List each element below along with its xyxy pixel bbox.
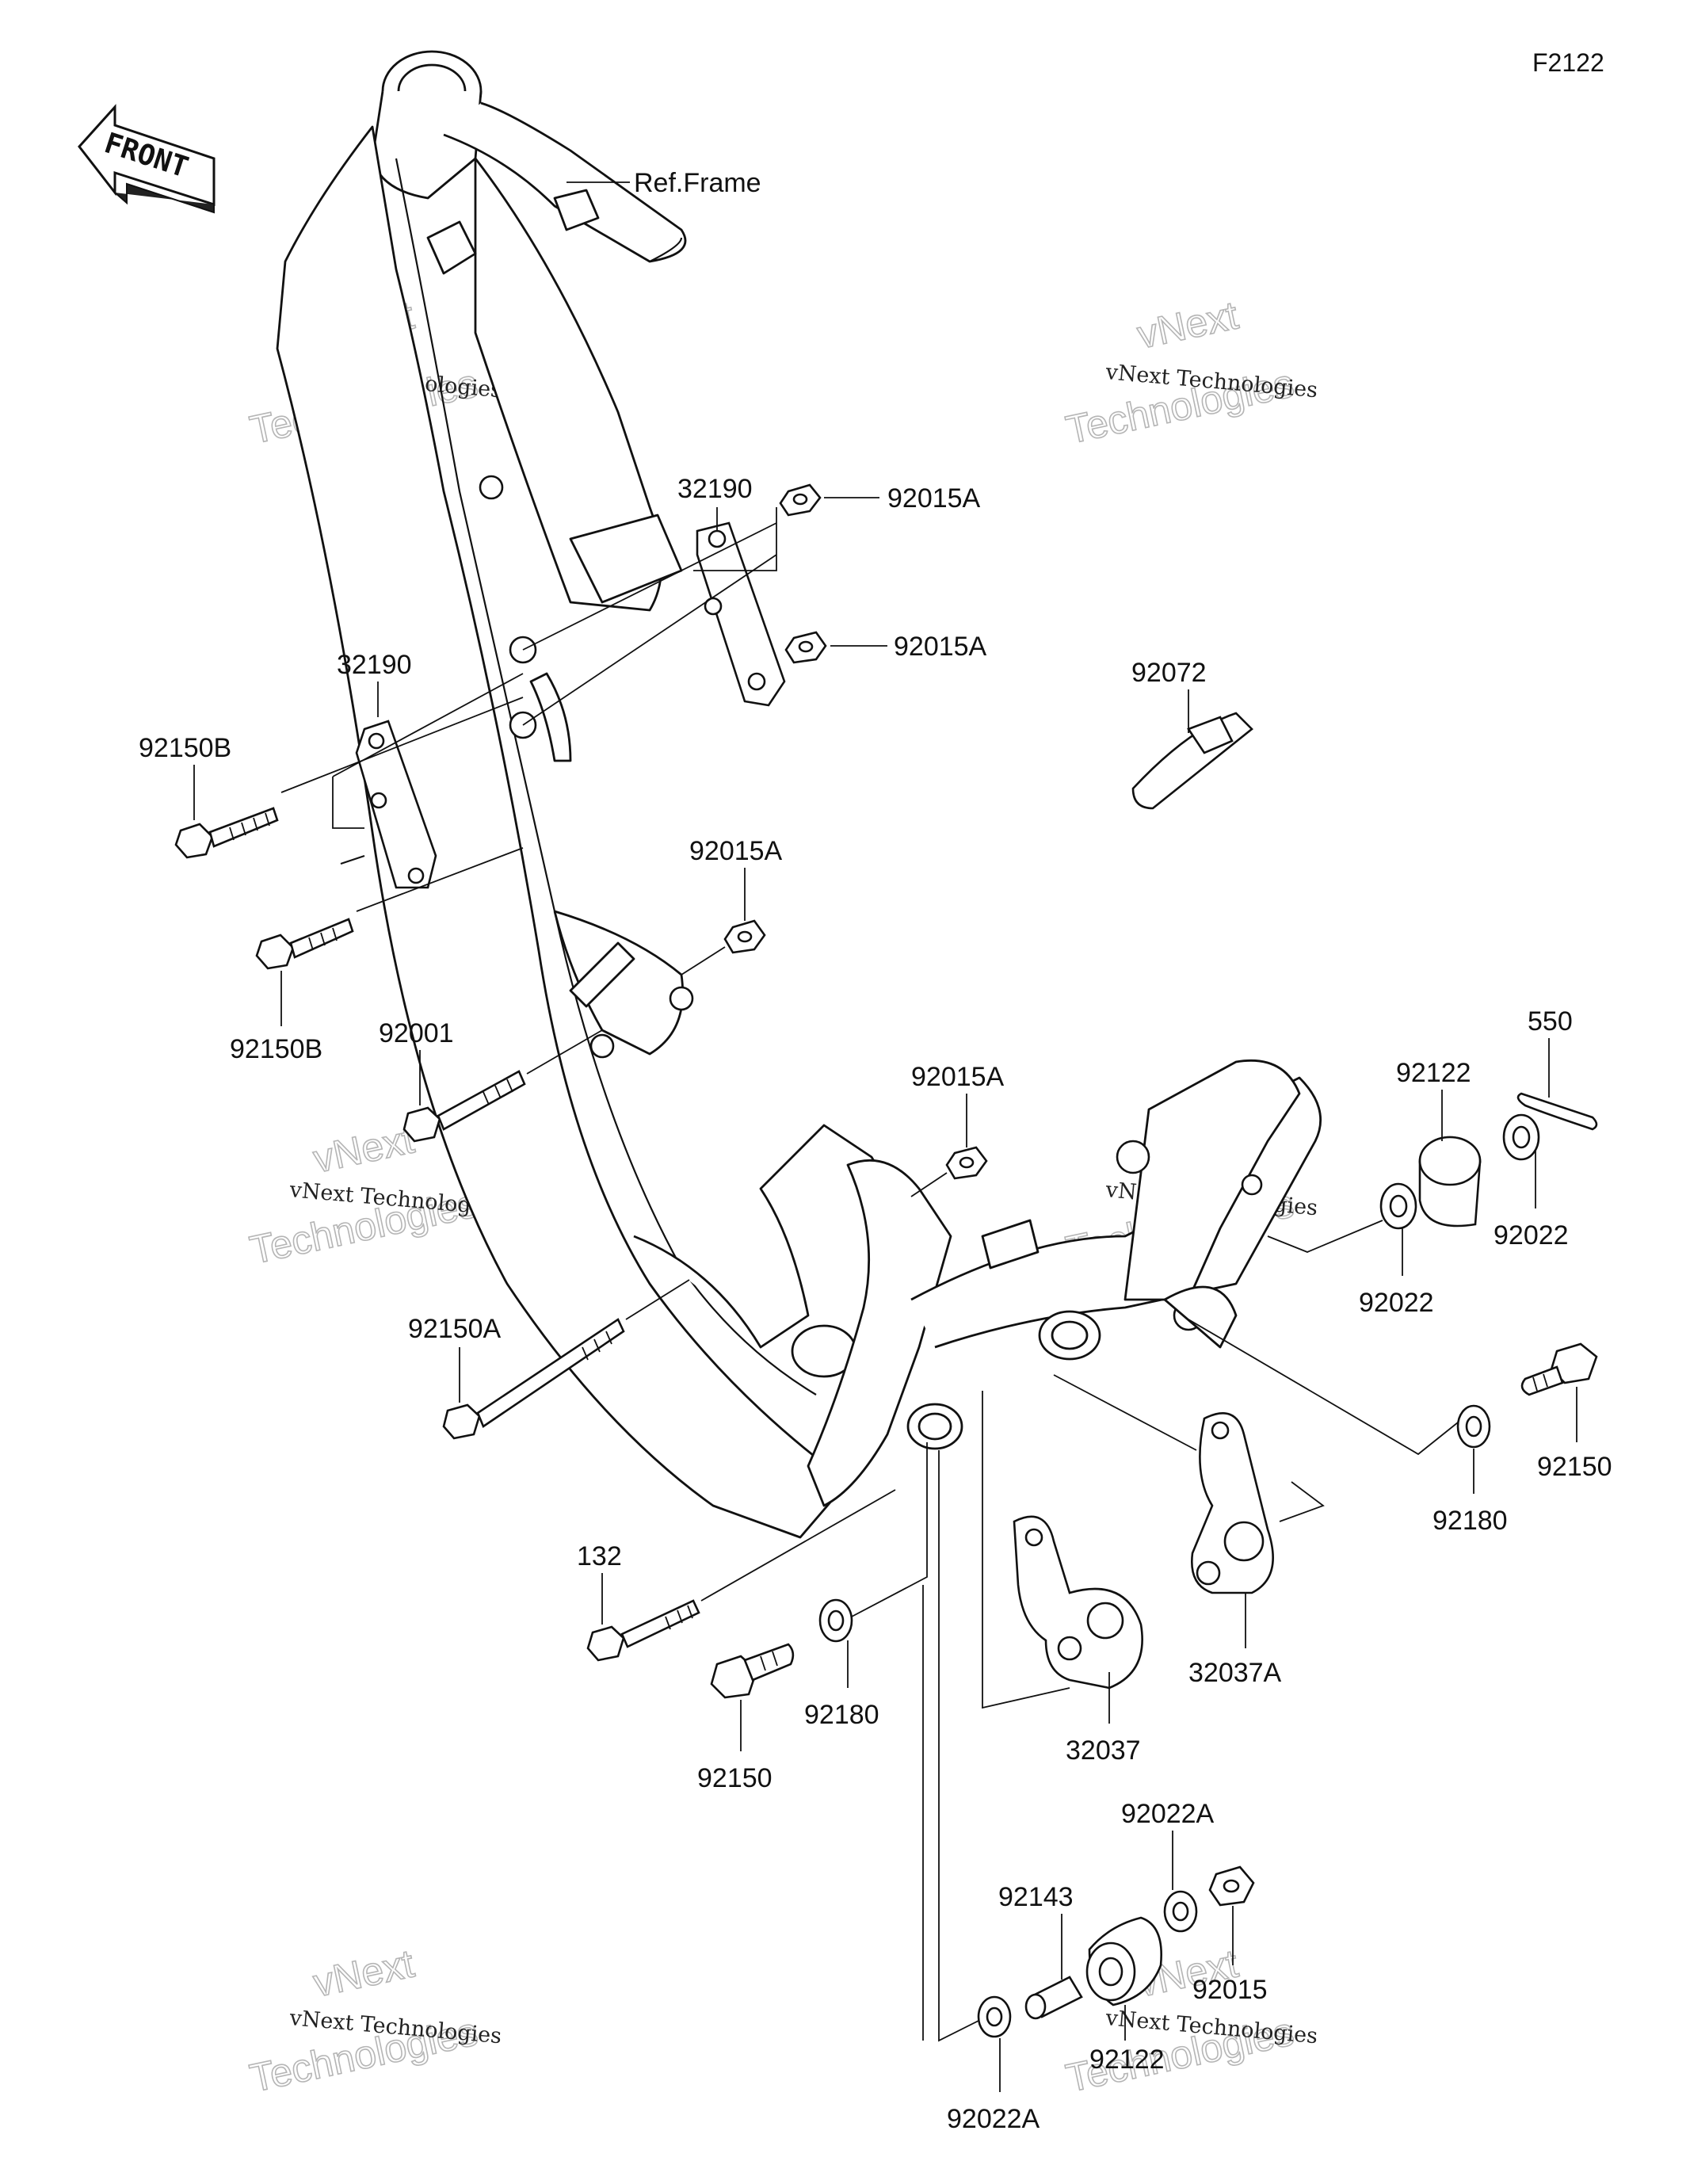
- diagram-code: F2122: [1532, 48, 1604, 77]
- part-label-92022-left: 92022: [1359, 1288, 1434, 1318]
- svg-text:vNext: vNext: [310, 1941, 418, 2005]
- part-92180-washer-right: [1456, 1404, 1491, 1449]
- part-label-92015A-2: 92015A: [894, 632, 987, 662]
- part-label-92143: 92143: [998, 1882, 1074, 1912]
- part-label-92150B-bottom: 92150B: [230, 1034, 322, 1064]
- part-label-92150-right: 92150: [1537, 1452, 1612, 1482]
- part-label-92122-top: 92122: [1396, 1058, 1471, 1088]
- part-label-32037A: 32037A: [1188, 1658, 1282, 1688]
- part-92150B-bolt-top: [174, 807, 279, 859]
- part-92150A-bolt: [442, 1318, 625, 1440]
- part-550-cotter-pin: [1516, 1092, 1598, 1131]
- part-92180-washer-bottom: [818, 1598, 853, 1643]
- part-label-92001: 92001: [379, 1018, 454, 1048]
- part-92022A-washer-bottom: [977, 1995, 1012, 2038]
- part-label-92015A-3: 92015A: [689, 836, 783, 866]
- svg-text:vNext: vNext: [310, 1117, 418, 1181]
- part-label-92022-right: 92022: [1494, 1220, 1569, 1250]
- part-label-92015: 92015: [1192, 1975, 1268, 2005]
- svg-text:vNext: vNext: [1134, 292, 1242, 357]
- part-92001-bolt: [402, 1070, 526, 1143]
- part-92015A-nut-3: [723, 919, 766, 954]
- part-32190-upper-bracket: [696, 521, 786, 707]
- front-arrow-icon: FRONT: [78, 104, 216, 214]
- part-label-92022A-top: 92022A: [1121, 1799, 1215, 1829]
- part-92150-bolt-bottom: [710, 1643, 795, 1699]
- part-label-550: 550: [1528, 1006, 1573, 1037]
- reference-label-frame: Ref.Frame: [634, 168, 761, 198]
- part-label-92180-right: 92180: [1432, 1506, 1508, 1536]
- part-32037-bracket: [1013, 1515, 1143, 1690]
- part-92122-collar-top: [1418, 1136, 1482, 1228]
- watermark-bottom-left: vNext Technologies vNext Technologies: [246, 1941, 502, 2102]
- part-label-92180-bottom: 92180: [804, 1700, 879, 1730]
- part-label-32190-left: 32190: [337, 650, 412, 680]
- part-label-92122-bottom: 92122: [1089, 2045, 1165, 2075]
- part-92143-sleeve: [1024, 1976, 1083, 2020]
- part-92150B-bolt-bottom: [255, 918, 354, 970]
- watermark-top-right: vNext Technologies vNext Technologies: [1062, 292, 1318, 453]
- part-label-92072: 92072: [1131, 658, 1207, 688]
- part-label-32190-top: 32190: [677, 474, 753, 504]
- part-label-32037: 32037: [1066, 1735, 1141, 1766]
- part-32190-left-bracket: [355, 720, 437, 889]
- part-32037A-bracket: [1191, 1412, 1274, 1594]
- part-label-132: 132: [577, 1541, 622, 1571]
- part-label-92150-bottom: 92150: [697, 1763, 773, 1793]
- part-92022-washer-left: [1379, 1182, 1417, 1230]
- part-92015A-nut-1: [779, 483, 822, 517]
- motorcycle-frame: [276, 50, 1322, 1539]
- part-92015-nut: [1208, 1865, 1255, 1907]
- part-92022A-washer-top: [1163, 1890, 1198, 1933]
- part-label-92022A-bottom: 92022A: [947, 2104, 1040, 2134]
- part-92122-collar-bottom: [1085, 1916, 1162, 2006]
- part-92015A-nut-2: [784, 631, 827, 664]
- part-label-92150B-top: 92150B: [139, 733, 231, 763]
- part-132-bolt: [586, 1599, 700, 1662]
- part-label-92015A-4: 92015A: [911, 1062, 1005, 1092]
- part-92072-band: [1131, 712, 1253, 810]
- part-92150-bolt-right: [1520, 1342, 1598, 1396]
- part-92022-washer-right: [1502, 1113, 1540, 1161]
- part-92015A-nut-4: [945, 1146, 988, 1180]
- part-label-92015A-1: 92015A: [887, 483, 981, 514]
- part-label-92150A: 92150A: [408, 1314, 502, 1344]
